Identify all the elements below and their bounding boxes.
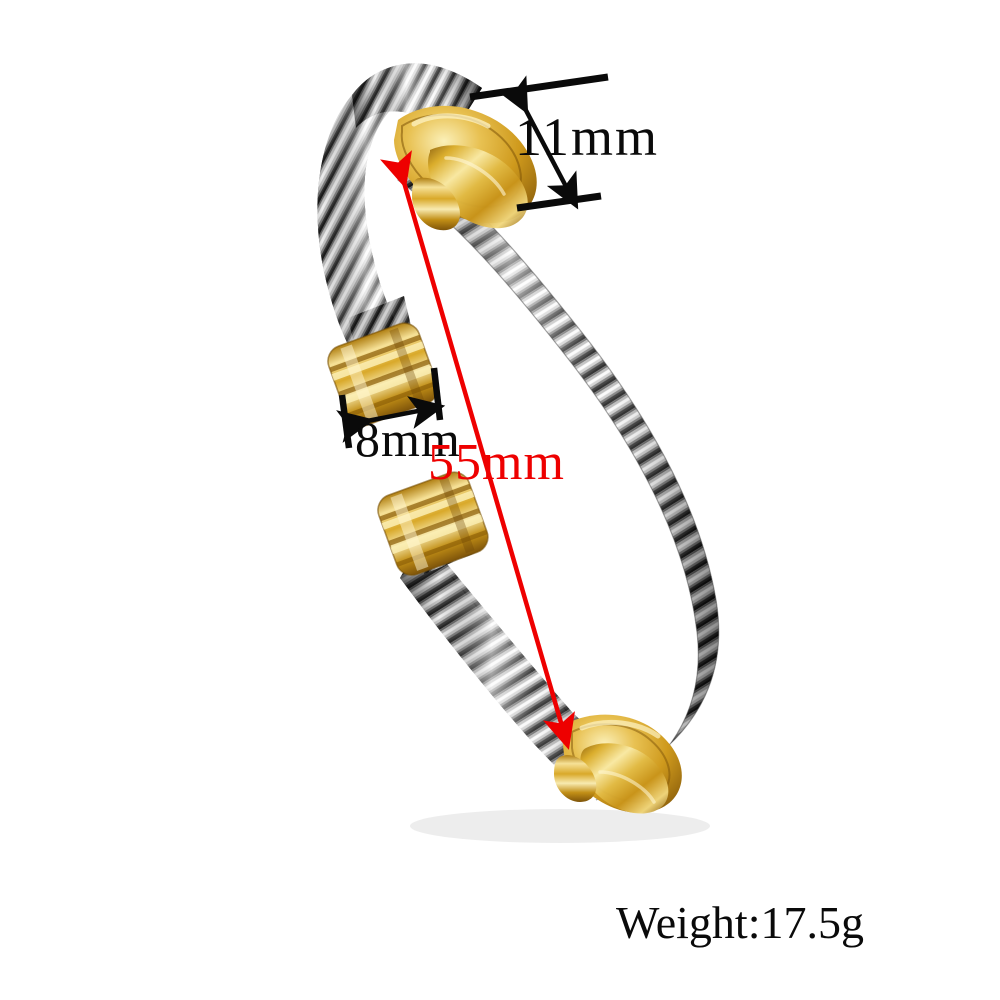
gold-crossover-bottom [554, 714, 682, 814]
dimension-label-11mm: 11mm [515, 107, 660, 167]
dimension-label-8mm: 8mm [355, 411, 461, 467]
weight-label: Weight:17.5g [616, 897, 864, 948]
dimension-label-55mm: 55mm [428, 434, 565, 491]
drop-shadow [410, 809, 710, 843]
